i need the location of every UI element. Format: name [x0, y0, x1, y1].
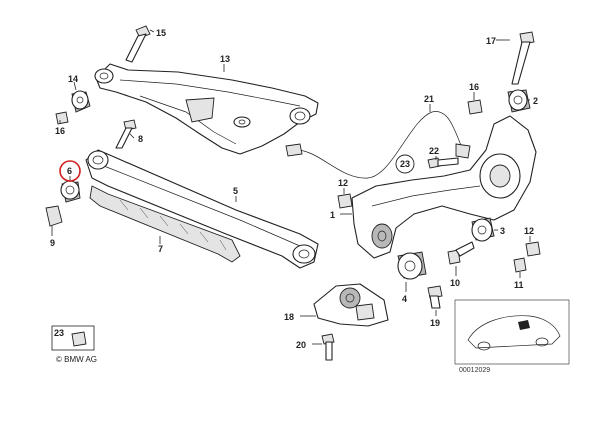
bolt-19[interactable]: [427, 285, 443, 309]
callout-labels: 15 13 14 16 8 6 5 7 9 17 16 2 21 22 12 1…: [50, 28, 538, 350]
vehicle-locator-inset: [454, 299, 570, 365]
callout-4[interactable]: 4: [402, 294, 407, 304]
callout-16-left[interactable]: 16: [55, 126, 65, 136]
trailing-link[interactable]: [85, 149, 319, 269]
bolt-20[interactable]: [321, 333, 335, 361]
copyright-text: © BMW AG: [56, 355, 97, 364]
callout-22[interactable]: 22: [429, 146, 439, 156]
abs-sensor-cable[interactable]: [285, 111, 471, 179]
callout-18[interactable]: 18: [284, 312, 294, 322]
callout-23-symbol[interactable]: 23: [54, 328, 64, 338]
mount-18[interactable]: [313, 283, 389, 327]
callout-23-sensor[interactable]: 23: [400, 159, 410, 169]
callout-1[interactable]: 1: [330, 210, 335, 220]
callout-16-right[interactable]: 16: [469, 82, 479, 92]
callout-13[interactable]: 13: [220, 54, 230, 64]
callout-9[interactable]: 9: [50, 238, 55, 248]
callout-21[interactable]: 21: [424, 94, 434, 104]
callout-19[interactable]: 19: [430, 318, 440, 328]
bolt-22[interactable]: [427, 157, 459, 169]
bolt-15[interactable]: [125, 25, 151, 63]
callout-3[interactable]: 3: [500, 226, 505, 236]
bolt-17[interactable]: [511, 31, 535, 85]
highlight-circle: [59, 160, 81, 182]
callout-8[interactable]: 8: [138, 134, 143, 144]
wheel-carrier[interactable]: [351, 115, 537, 259]
bolt-8[interactable]: [115, 119, 137, 149]
link-cover[interactable]: [89, 185, 241, 263]
leader-lines: [51, 29, 531, 345]
callout-14[interactable]: 14: [68, 74, 78, 84]
nut-9[interactable]: [45, 205, 63, 227]
nut-11[interactable]: [513, 257, 527, 273]
callout-12-right[interactable]: 12: [524, 226, 534, 236]
nut-12-left[interactable]: [337, 193, 353, 209]
callout-15[interactable]: 15: [156, 28, 166, 38]
callout-10[interactable]: 10: [450, 278, 460, 288]
bolt-10[interactable]: [447, 241, 475, 265]
reference-code: 00012029: [459, 367, 490, 374]
callout-17[interactable]: 17: [486, 36, 496, 46]
bushing-4[interactable]: [397, 251, 427, 280]
callout-7[interactable]: 7: [158, 244, 163, 254]
callout-11[interactable]: 11: [514, 280, 524, 290]
bushing-14[interactable]: [71, 90, 91, 113]
callout-12-left[interactable]: 12: [338, 178, 348, 188]
nut-16-right[interactable]: [467, 99, 483, 115]
bushing-3[interactable]: [471, 217, 495, 242]
bushing-6[interactable]: [60, 180, 81, 203]
upper-control-arm[interactable]: [94, 63, 319, 155]
callout-6[interactable]: 6: [67, 166, 72, 176]
callout-23-ring: [395, 154, 415, 174]
nut-16-left[interactable]: [55, 111, 69, 125]
callout-2[interactable]: 2: [533, 96, 538, 106]
clip-23-icon[interactable]: [51, 325, 95, 351]
nut-12-right[interactable]: [525, 241, 541, 257]
callout-5[interactable]: 5: [233, 186, 238, 196]
bushing-2[interactable]: [507, 89, 531, 113]
callout-20[interactable]: 20: [296, 340, 306, 350]
